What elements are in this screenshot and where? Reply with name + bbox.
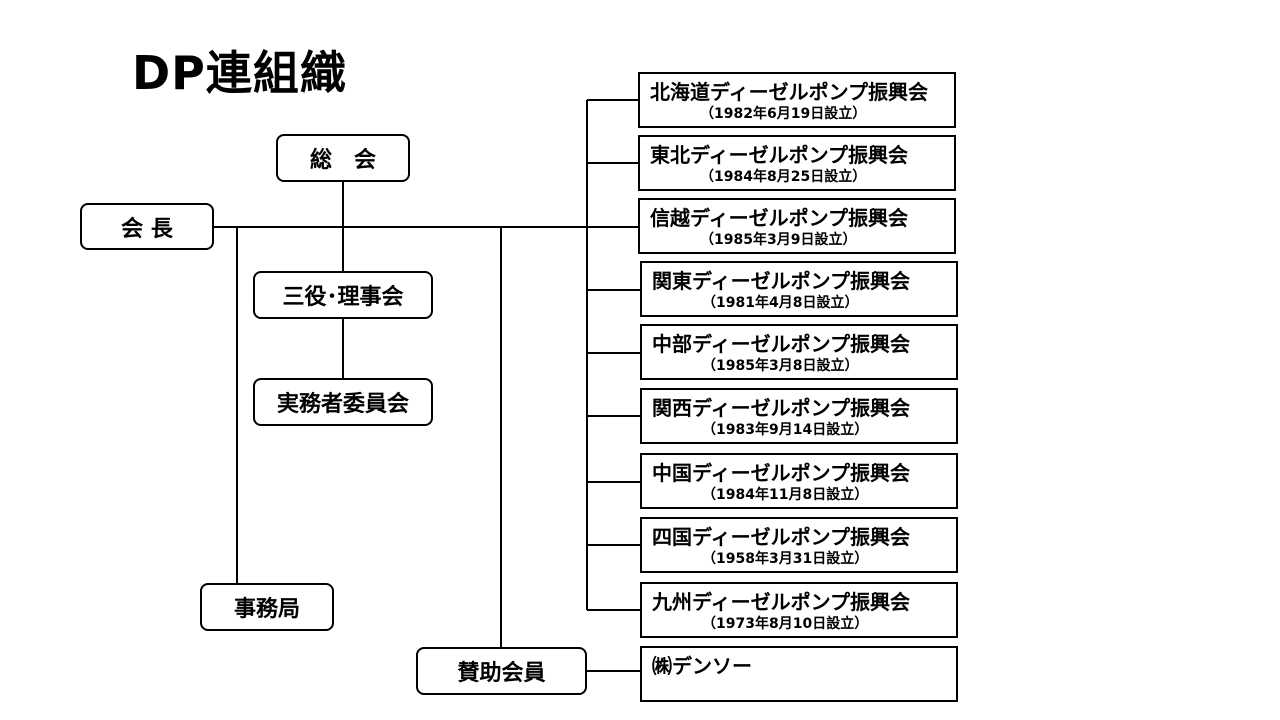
association-name: 東北ディーゼルポンプ振興会 [650, 143, 908, 167]
association-founded: （1981年4月8日設立） [702, 295, 859, 311]
association-name: 中国ディーゼルポンプ振興会 [652, 461, 910, 485]
association-founded: （1984年11月8日設立） [702, 487, 869, 503]
association-box-shikoku: 四国ディーゼルポンプ振興会 （1958年3月31日設立） [640, 517, 958, 573]
association-founded: （1982年6月19日設立） [700, 106, 867, 122]
association-founded: （1983年9月14日設立） [702, 422, 869, 438]
association-founded: （1985年3月9日設立） [700, 232, 857, 248]
node-soukai: 総 会 [276, 134, 410, 182]
node-sanjo: 賛助会員 [416, 647, 587, 695]
association-founded: （1984年8月25日設立） [700, 169, 867, 185]
association-box-kyushu: 九州ディーゼルポンプ振興会 （1973年8月10日設立） [640, 582, 958, 638]
node-sanyaku: 三役･理事会 [253, 271, 433, 319]
sponsor-box-denso: ㈱デンソー [640, 646, 958, 702]
node-jitsumu-label: 実務者委員会 [276, 392, 409, 417]
association-box-kanto: 関東ディーゼルポンプ振興会 （1981年4月8日設立） [640, 261, 958, 317]
association-box-hokkaido: 北海道ディーゼルポンプ振興会 （1982年6月19日設立） [638, 72, 956, 128]
association-box-chugoku: 中国ディーゼルポンプ振興会 （1984年11月8日設立） [640, 453, 958, 509]
node-soukai-label: 総 会 [309, 148, 376, 173]
node-kaicho-label: 会 長 [121, 216, 173, 242]
association-name: 信越ディーゼルポンプ振興会 [650, 206, 908, 230]
node-jimukyoku: 事務局 [200, 583, 334, 631]
node-kaicho: 会 長 [80, 203, 214, 250]
node-jimukyoku-label: 事務局 [233, 597, 300, 622]
association-name: 中部ディーゼルポンプ振興会 [652, 332, 910, 356]
association-founded: （1973年8月10日設立） [702, 616, 869, 632]
association-name: 北海道ディーゼルポンプ振興会 [650, 80, 928, 104]
association-founded: （1958年3月31日設立） [702, 551, 869, 567]
sponsor-name: ㈱デンソー [652, 654, 752, 678]
association-name: 関東ディーゼルポンプ振興会 [652, 269, 910, 293]
node-sanjo-label: 賛助会員 [457, 661, 546, 686]
node-sanyaku-label: 三役･理事会 [282, 285, 404, 310]
association-name: 関西ディーゼルポンプ振興会 [652, 396, 910, 420]
association-box-tohoku: 東北ディーゼルポンプ振興会 （1984年8月25日設立） [638, 135, 956, 191]
association-box-shinetsu: 信越ディーゼルポンプ振興会 （1985年3月9日設立） [638, 198, 956, 254]
association-box-kansai: 関西ディーゼルポンプ振興会 （1983年9月14日設立） [640, 388, 958, 444]
node-jitsumu: 実務者委員会 [253, 378, 433, 426]
page-title: DP連組織 [132, 46, 347, 100]
association-box-chubu: 中部ディーゼルポンプ振興会 （1985年3月8日設立） [640, 324, 958, 380]
association-name: 四国ディーゼルポンプ振興会 [652, 525, 910, 549]
association-name: 九州ディーゼルポンプ振興会 [652, 590, 910, 614]
association-founded: （1985年3月8日設立） [702, 358, 859, 374]
